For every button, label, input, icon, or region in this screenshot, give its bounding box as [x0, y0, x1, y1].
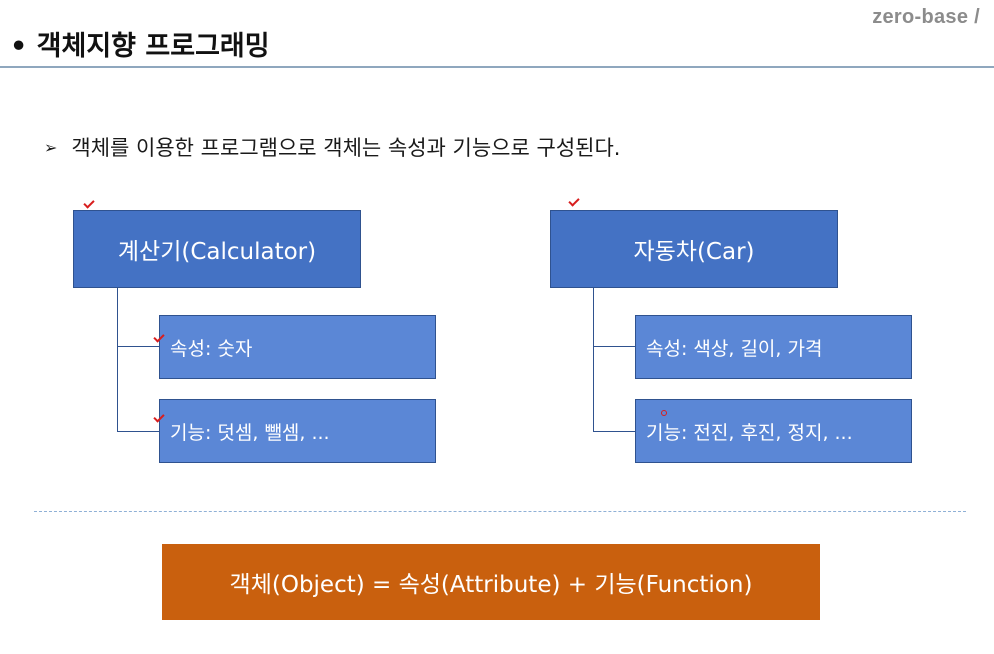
annotation-dot-icon [661, 410, 667, 416]
brand-logo: zero-base / [872, 6, 980, 28]
formula-box: 객체(Object) = 속성(Attribute) + 기능(Function… [162, 544, 820, 620]
attribute-box-car: 속성: 색상, 길이, 가격 [635, 315, 912, 379]
arrow-bullet-icon: ➢ [44, 138, 58, 157]
annotation-check-icon [568, 195, 580, 207]
function-box-calculator: 기능: 덧셈, 뺄셈, ... [159, 399, 436, 463]
bullet-text: 객체를 이용한 프로그램으로 객체는 속성과 기능으로 구성된다. [71, 136, 621, 160]
attribute-box-calculator: 속성: 숫자 [159, 315, 436, 379]
annotation-check-icon [83, 197, 95, 209]
connector-line [117, 288, 159, 432]
slide-title: • 객체지향 프로그래밍 [10, 31, 270, 62]
section-divider [34, 511, 966, 512]
object-box-car: 자동차(Car) [550, 210, 838, 288]
function-box-car: 기능: 전진, 후진, 정지, ... [635, 399, 912, 463]
object-box-calculator: 계산기(Calculator) [73, 210, 361, 288]
title-divider [0, 66, 994, 68]
bullet-point: ➢ 객체를 이용한 프로그램으로 객체는 속성과 기능으로 구성된다. [44, 132, 620, 162]
connector-line [593, 288, 635, 432]
